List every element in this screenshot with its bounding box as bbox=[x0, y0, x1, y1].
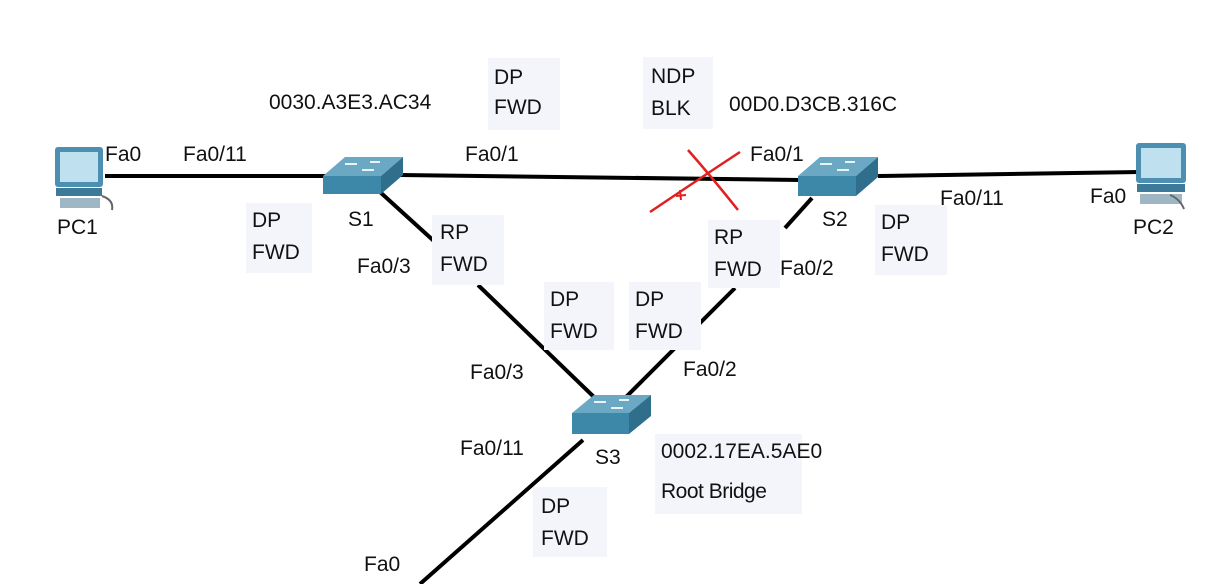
state-s2-fa01: NDP BLK bbox=[643, 57, 713, 129]
s3-mac-label: 0002.17EA.5AE0 bbox=[661, 440, 823, 463]
state-value: FWD bbox=[550, 320, 598, 343]
state-value: FWD bbox=[541, 527, 589, 550]
state-role: DP bbox=[550, 288, 580, 311]
link-s3-bottom bbox=[418, 438, 585, 584]
switch-s3-icon[interactable] bbox=[572, 395, 651, 434]
s3-name-label: S3 bbox=[595, 446, 621, 469]
state-role: DP bbox=[252, 209, 282, 232]
state-s3-fa011: DP FWD bbox=[533, 487, 607, 557]
state-s1-fa011: DP FWD bbox=[246, 203, 312, 273]
state-role: RP bbox=[714, 226, 744, 249]
s3-info-box: 0002.17EA.5AE0 Root Bridge bbox=[655, 434, 822, 514]
link-s2-s3 bbox=[783, 196, 814, 230]
state-value: FWD bbox=[494, 96, 542, 119]
link-s1-s3-lower bbox=[476, 283, 597, 400]
switch-s1-icon[interactable] bbox=[323, 157, 403, 194]
s1-name-label: S1 bbox=[348, 208, 374, 231]
pc1-port-label: Fa0 bbox=[105, 143, 142, 166]
state-role: NDP bbox=[651, 65, 696, 88]
state-value: FWD bbox=[635, 320, 683, 343]
pc2-name-label: PC2 bbox=[1133, 216, 1174, 239]
link-s1-s2 bbox=[399, 173, 801, 182]
s3-root-bridge-label: Root Bridge bbox=[661, 480, 767, 503]
pc1-name-label: PC1 bbox=[57, 216, 98, 239]
link-s1-s3 bbox=[378, 190, 437, 244]
state-s3-fa02: DP FWD bbox=[629, 282, 701, 350]
state-value: FWD bbox=[440, 253, 488, 276]
state-role: DP bbox=[635, 288, 665, 311]
s2-fa011-label: Fa0/11 bbox=[940, 187, 1004, 210]
switch-s2-icon[interactable] bbox=[798, 157, 878, 196]
pc2-port-label: Fa0 bbox=[1090, 185, 1127, 208]
s3-fa02-label: Fa0/2 bbox=[683, 358, 737, 381]
s2-name-label: S2 bbox=[822, 208, 848, 231]
s3-fa011-label: Fa0/11 bbox=[460, 437, 524, 460]
s1-fa011-label: Fa0/11 bbox=[183, 143, 247, 166]
state-role: DP bbox=[881, 211, 911, 234]
state-s1-fa03: RP FWD bbox=[432, 215, 504, 285]
state-value: FWD bbox=[252, 241, 300, 264]
state-s2-fa011: DP FWD bbox=[875, 205, 947, 275]
s2-fa01-label: Fa0/1 bbox=[750, 143, 804, 166]
s2-mac-label: 00D0.D3CB.316C bbox=[729, 93, 898, 116]
state-s1-fa01: DP FWD bbox=[488, 58, 560, 130]
pc2-icon[interactable] bbox=[1136, 143, 1186, 210]
s3-fa03-label: Fa0/3 bbox=[470, 361, 524, 384]
s2-fa02-label: Fa0/2 bbox=[780, 257, 834, 280]
state-value: FWD bbox=[881, 243, 929, 266]
s1-fa01-label: Fa0/1 bbox=[465, 143, 519, 166]
state-s3-fa03: DP FWD bbox=[544, 282, 614, 350]
s1-mac-label: 0030.A3E3.AC34 bbox=[269, 91, 432, 114]
s1-fa03-label: Fa0/3 bbox=[357, 255, 411, 278]
state-value: BLK bbox=[651, 97, 691, 120]
state-role: RP bbox=[440, 221, 470, 244]
link-s2-pc2 bbox=[877, 170, 1141, 178]
blocked-port-mark-icon bbox=[649, 149, 741, 214]
state-role: DP bbox=[541, 495, 571, 518]
state-s2-fa02: RP FWD bbox=[708, 220, 780, 288]
pc1-icon[interactable] bbox=[55, 147, 114, 211]
bottom-host-port-label: Fa0 bbox=[364, 553, 401, 576]
state-role: DP bbox=[494, 66, 524, 89]
state-value: FWD bbox=[714, 258, 762, 281]
